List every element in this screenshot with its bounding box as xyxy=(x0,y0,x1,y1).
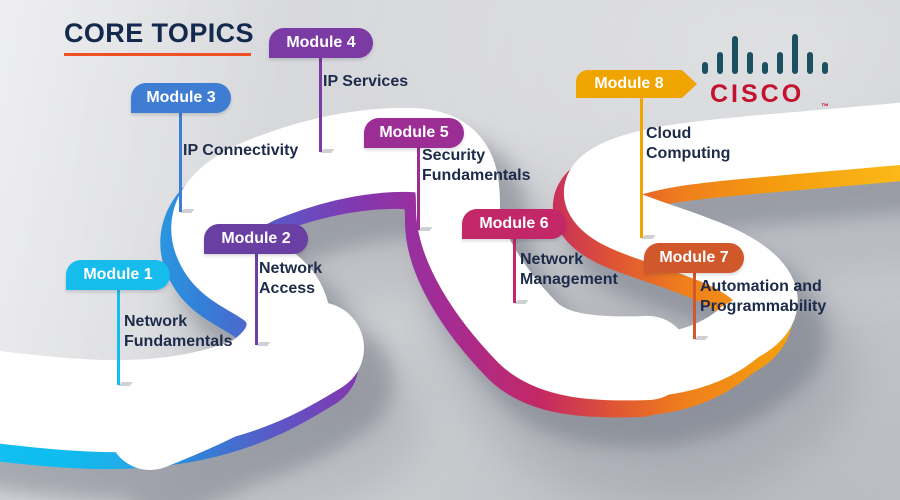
module-7-pill: Module 7 xyxy=(644,243,744,273)
module-4-topic: IP Services xyxy=(323,73,409,90)
module-4-connector xyxy=(319,58,322,152)
module-6-pill: Module 6 xyxy=(462,209,566,239)
module-7-topic: Automation and Programmability xyxy=(700,278,827,315)
module-5-label: Module 5 xyxy=(379,124,449,141)
cisco-bridge-bars-icon xyxy=(698,30,838,74)
module-4-label: Module 4 xyxy=(286,34,356,51)
trademark-symbol: ™ xyxy=(821,102,832,111)
module-6-connector xyxy=(513,239,516,303)
module-3-line-shadow xyxy=(180,209,195,213)
module-3-label: Module 3 xyxy=(146,89,216,106)
module-3-topic: IP Connectivity xyxy=(183,142,299,159)
module-4-pill: Module 4 xyxy=(269,28,373,58)
page-title: CORE TOPICS xyxy=(64,18,254,48)
module-8-pill: Module 8 xyxy=(576,70,697,98)
module-1-line-shadow xyxy=(118,382,133,386)
module-7-label: Module 7 xyxy=(659,249,729,266)
module-3-pill: Module 3 xyxy=(131,83,231,113)
module-7-line-shadow xyxy=(694,336,709,340)
module-6-line-shadow xyxy=(514,300,529,304)
module-5-topic: Security Fundamentals xyxy=(422,147,531,184)
module-1-pill: Module 1 xyxy=(66,260,170,290)
module-6-topic: Network Management xyxy=(520,251,618,288)
module-5-pill: Module 5 xyxy=(364,118,464,148)
module-3-connector xyxy=(179,113,182,212)
module-2-label: Module 2 xyxy=(221,230,291,247)
module-1-label: Module 1 xyxy=(83,266,153,283)
module-2-pill: Module 2 xyxy=(204,224,308,254)
module-5-connector xyxy=(417,148,420,230)
module-2-topic: Network Access xyxy=(259,260,323,297)
module-8-arrow xyxy=(682,70,697,98)
cisco-logo: CISCO ™ xyxy=(698,30,838,111)
module-2-line-shadow xyxy=(256,342,271,346)
module-5-line-shadow xyxy=(418,227,433,231)
module-8-topic: Cloud Computing xyxy=(646,125,731,162)
module-7-connector xyxy=(693,273,696,339)
cisco-wordmark: CISCO ™ xyxy=(698,80,838,111)
module-2-connector xyxy=(255,254,258,345)
title-underline xyxy=(64,53,251,56)
module-1-connector xyxy=(117,290,120,385)
module-1-topic: Network Fundamentals xyxy=(124,313,233,350)
module-8-label: Module 8 xyxy=(594,75,664,92)
module-8-line-shadow xyxy=(641,235,656,239)
cisco-text: CISCO xyxy=(710,80,805,108)
module-8-connector xyxy=(640,98,643,238)
module-6-label: Module 6 xyxy=(479,215,549,232)
